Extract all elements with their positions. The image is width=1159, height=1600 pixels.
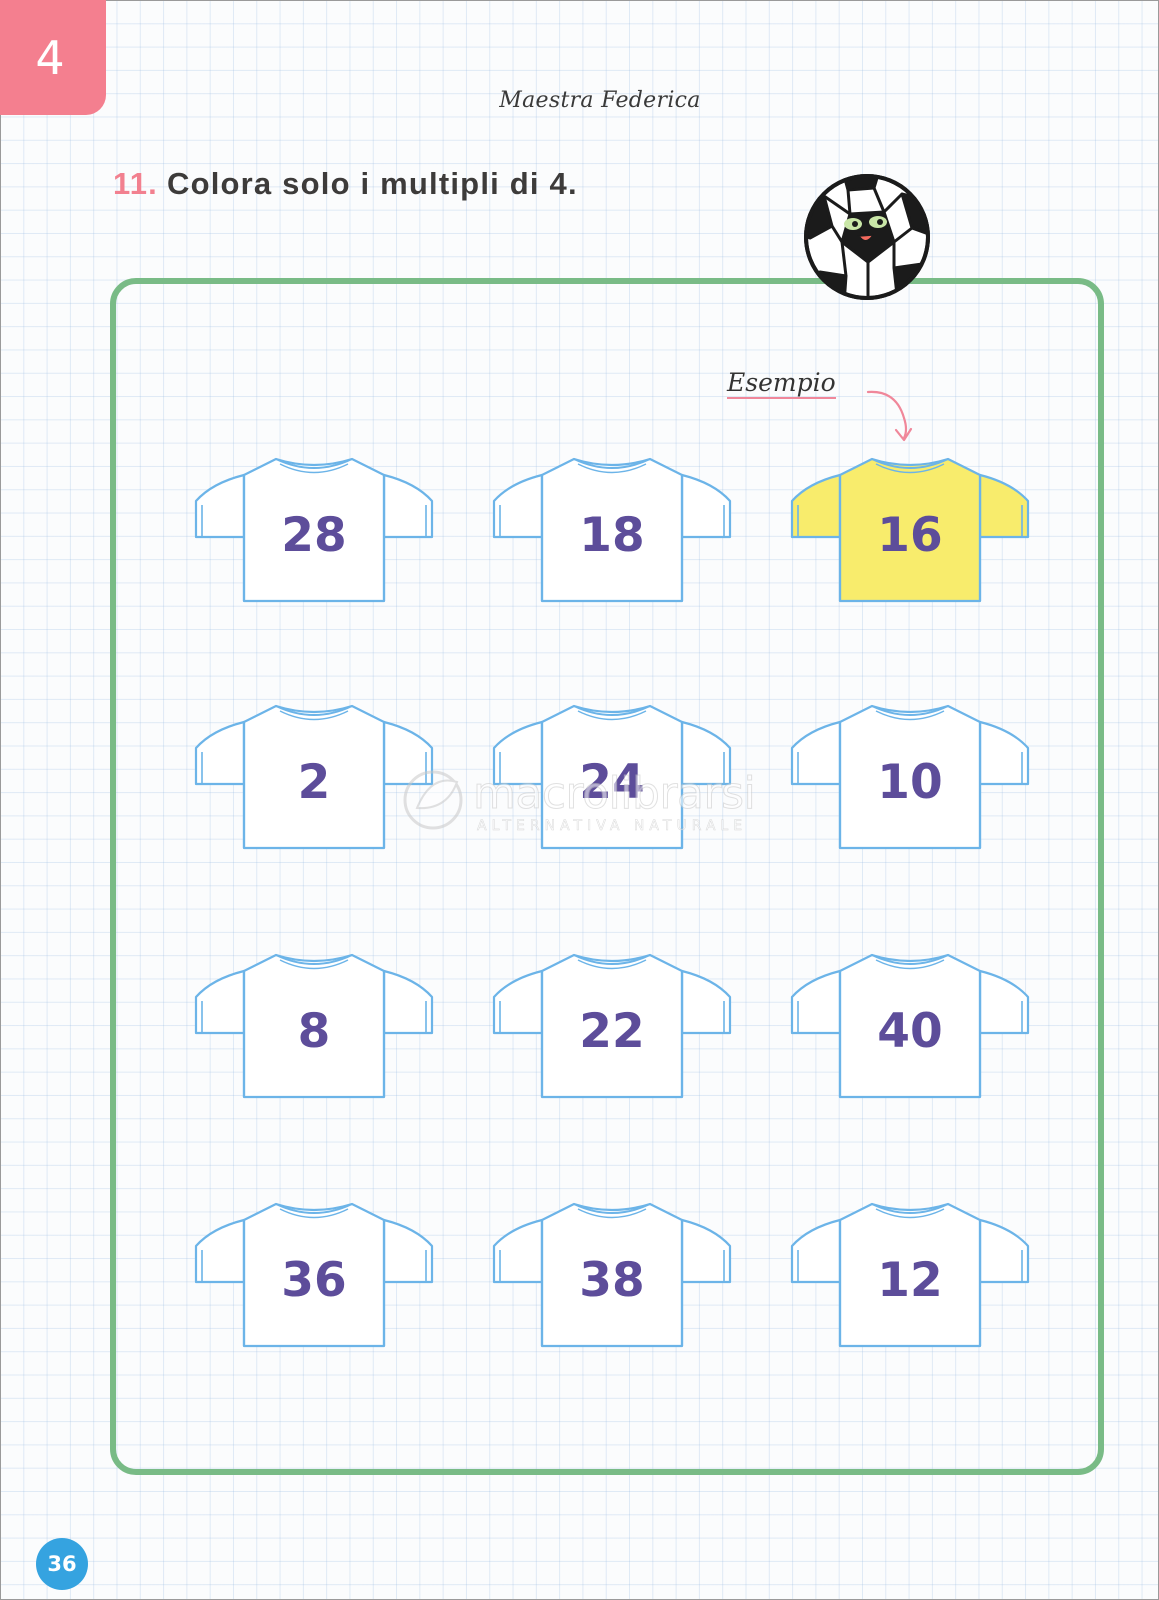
shirt-5[interactable]: 24 — [492, 702, 732, 862]
shirt-number: 10 — [877, 754, 943, 810]
shirt-number: 16 — [877, 507, 943, 563]
shirt-number: 40 — [877, 1003, 943, 1059]
shirt-3[interactable]: 16 — [790, 455, 1030, 615]
chapter-number: 4 — [35, 30, 65, 85]
shirt-outline — [194, 704, 434, 850]
shirt-number: 36 — [281, 1252, 347, 1308]
curved-arrow-icon — [862, 384, 932, 454]
exercise-number: 11. — [113, 166, 158, 201]
shirt-2[interactable]: 18 — [492, 455, 732, 615]
shirt-7[interactable]: 8 — [194, 951, 434, 1111]
shirt-outline — [790, 1202, 1030, 1348]
shirt-number: 18 — [579, 507, 645, 563]
shirt-number: 2 — [297, 754, 331, 810]
soccer-ball-mascot-icon — [802, 172, 932, 302]
shirt-number: 24 — [579, 754, 645, 810]
example-label: Esempio — [727, 369, 836, 400]
shirt-9[interactable]: 40 — [790, 951, 1030, 1111]
exercise-text: Colora solo i multipli di 4. — [166, 166, 578, 201]
author-name: Maestra Federica — [499, 88, 701, 113]
shirt-outline — [194, 953, 434, 1099]
shirt-8[interactable]: 22 — [492, 951, 732, 1111]
shirt-outline — [790, 704, 1030, 850]
shirt-4[interactable]: 2 — [194, 702, 434, 862]
shirt-outline — [492, 457, 732, 603]
shirt-outline — [492, 1202, 732, 1348]
shirt-number: 22 — [579, 1003, 645, 1059]
shirt-number: 38 — [579, 1252, 645, 1308]
shirt-number: 28 — [281, 507, 347, 563]
shirt-outline — [492, 704, 732, 850]
page-number-text: 36 — [47, 1552, 77, 1576]
shirt-number: 12 — [877, 1252, 943, 1308]
chapter-tab: 4 — [0, 0, 106, 115]
shirt-outline — [790, 953, 1030, 1099]
shirt-10[interactable]: 36 — [194, 1200, 434, 1360]
shirt-outline — [492, 953, 732, 1099]
exercise-frame — [110, 278, 1104, 1475]
shirt-outline — [194, 457, 434, 603]
shirt-outline — [790, 457, 1030, 603]
shirt-12[interactable]: 12 — [790, 1200, 1030, 1360]
page-number: 36 — [36, 1538, 88, 1590]
shirt-number: 8 — [297, 1003, 331, 1059]
shirt-outline — [194, 1202, 434, 1348]
shirt-11[interactable]: 38 — [492, 1200, 732, 1360]
exercise-instruction: 11.Colora solo i multipli di 4. — [113, 166, 578, 202]
shirt-6[interactable]: 10 — [790, 702, 1030, 862]
shirt-1[interactable]: 28 — [194, 455, 434, 615]
